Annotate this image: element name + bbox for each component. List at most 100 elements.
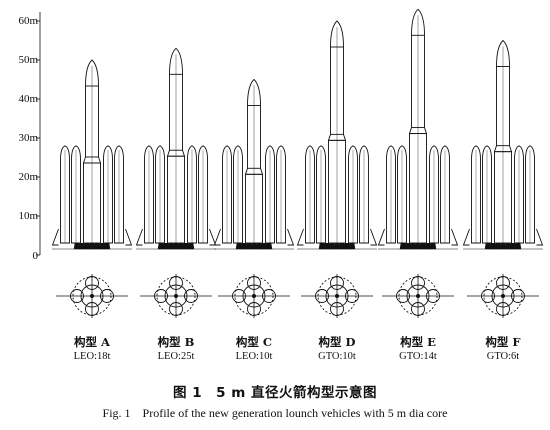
vehicle-c-name: 构型 C <box>235 335 273 349</box>
plan-booster-0-0 <box>70 289 84 303</box>
core-nose-5 <box>496 39 510 67</box>
plan-booster-2-0 <box>232 289 246 303</box>
plan-booster-2-2 <box>247 276 261 290</box>
plan-ring-3 <box>317 276 357 316</box>
plan-booster-3-1 <box>345 289 359 303</box>
plan-booster-4-1 <box>426 289 440 303</box>
booster-5-1-0 <box>514 145 524 244</box>
plan-booster-5-1 <box>511 289 525 303</box>
vehicle-d-name: 构型 D <box>318 335 356 349</box>
plan-booster-3-2 <box>330 276 344 290</box>
figure-caption-chinese: 图 1 5 m 直径火箭构型示意图 <box>173 385 377 401</box>
y-tick-30m: 30m <box>18 132 38 144</box>
booster-3--1-0 <box>316 145 326 244</box>
booster-4-1-1 <box>440 145 450 244</box>
booster-3-1-1 <box>359 145 369 244</box>
vehicle-c-payload: LEO:10t <box>235 351 273 362</box>
core-nose-3 <box>330 20 344 48</box>
plan-core-5 <box>491 284 515 308</box>
vehicle-e-payload: GTO:14t <box>399 351 437 362</box>
booster-1--1-1 <box>144 145 154 244</box>
booster-0-1-1 <box>114 145 124 244</box>
plan-booster-4-0 <box>396 289 410 303</box>
booster-1--1-0 <box>155 145 165 244</box>
fin-2-1 <box>287 228 295 246</box>
vehicle-d-payload: GTO:10t <box>318 351 356 362</box>
vehicle-b-name: 构型 B <box>157 335 195 349</box>
engine-nozzle-2 <box>265 242 273 250</box>
core-nose-4 <box>411 8 425 36</box>
plan-booster-1-2 <box>169 276 183 290</box>
vehicle-f-payload: GTO:6t <box>486 351 520 362</box>
booster-3-1-0 <box>348 145 358 244</box>
fin-3--1 <box>296 228 304 246</box>
booster-2-1-0 <box>265 145 275 244</box>
booster-5-1-1 <box>525 145 535 244</box>
engine-nozzle-4 <box>429 242 437 250</box>
plan-ring-0 <box>72 276 112 316</box>
plan-core-3 <box>325 284 349 308</box>
plan-booster-1-0 <box>154 289 168 303</box>
fin-5--1 <box>462 228 470 246</box>
plan-booster-5-3 <box>496 302 510 316</box>
plan-booster-4-3 <box>411 302 425 316</box>
fin-5-1 <box>536 228 544 246</box>
core-nose-0 <box>85 59 99 87</box>
figure-caption-english: Fig. 1 Profile of the new generation lou… <box>102 406 448 420</box>
plan-booster-0-1 <box>100 289 114 303</box>
vehicle-f-name: 构型 F <box>485 335 521 349</box>
booster-1-1-0 <box>187 145 197 244</box>
fin-4--1 <box>377 228 385 246</box>
core-nose-2 <box>247 78 261 106</box>
engine-nozzle-0 <box>103 242 111 250</box>
fin-1-1 <box>209 228 217 246</box>
plan-center-dot-1 <box>174 294 178 298</box>
fin-4-1 <box>451 228 459 246</box>
engine-nozzle-3 <box>348 242 356 250</box>
booster-4-1-0 <box>429 145 439 244</box>
booster-0--1-1 <box>60 145 70 244</box>
plan-ring-2 <box>234 276 274 316</box>
plan-center-dot-0 <box>90 294 94 298</box>
plan-center-dot-5 <box>501 294 505 298</box>
booster-1-1-1 <box>198 145 208 244</box>
plan-booster-2-3 <box>247 302 261 316</box>
vehicle-e-name: 构型 E <box>400 335 436 349</box>
plan-core-1 <box>164 284 188 308</box>
vehicle-a-payload: LEO:18t <box>73 351 111 362</box>
booster-3--1-1 <box>305 145 315 244</box>
plan-booster-0-3 <box>85 302 99 316</box>
fin-2--1 <box>213 228 221 246</box>
y-tick-50m: 50m <box>18 54 38 66</box>
booster-5--1-0 <box>482 145 492 244</box>
y-tick-0: 0 <box>32 250 39 262</box>
y-tick-40m: 40m <box>18 93 38 105</box>
plan-center-dot-4 <box>416 294 420 298</box>
plan-core-0 <box>80 284 104 308</box>
core-nose-1 <box>169 47 183 75</box>
vehicle-a-name: 构型 A <box>74 335 110 349</box>
y-tick-60m: 60m <box>18 15 38 27</box>
plan-core-4 <box>406 284 430 308</box>
engine-nozzle-1 <box>187 242 195 250</box>
plan-ring-1 <box>156 276 196 316</box>
plan-booster-2-1 <box>262 289 276 303</box>
booster-4--1-0 <box>397 145 407 244</box>
plan-booster-5-0 <box>481 289 495 303</box>
y-tick-20m: 20m <box>18 171 38 183</box>
y-tick-10m: 10m <box>18 210 38 222</box>
vehicle-b-payload: LEO:25t <box>157 351 195 362</box>
plan-ring-4 <box>398 276 438 316</box>
plan-core-2 <box>242 284 266 308</box>
booster-5--1-1 <box>471 145 481 244</box>
plan-booster-3-0 <box>315 289 329 303</box>
plan-booster-5-2 <box>496 276 510 290</box>
booster-4--1-1 <box>386 145 396 244</box>
booster-0-1-0 <box>103 145 113 244</box>
plan-booster-1-3 <box>169 302 183 316</box>
plan-ring-5 <box>483 276 523 316</box>
booster-2-1-1 <box>276 145 286 244</box>
plan-booster-1-1 <box>184 289 198 303</box>
